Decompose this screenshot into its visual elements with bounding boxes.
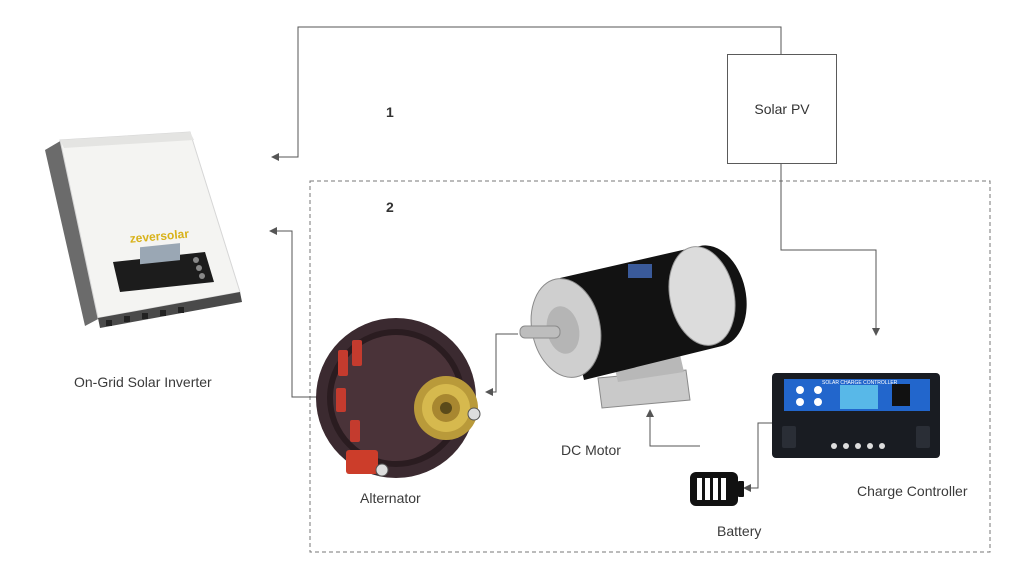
connector-motor-to-alternator — [485, 333, 518, 396]
battery-label: Battery — [717, 523, 762, 539]
alternator-illustration — [316, 318, 481, 478]
connector-pv-to-inverter — [271, 26, 782, 161]
alternator-label: Alternator — [360, 490, 421, 506]
connector-battery-to-motor — [646, 409, 700, 447]
inverter-illustration: zeversolar — [45, 131, 242, 328]
dc-motor-illustration — [519, 245, 747, 409]
inverter-label: On-Grid Solar Inverter — [74, 374, 212, 390]
battery-icon — [690, 472, 744, 506]
path-2-label: 2 — [386, 199, 394, 215]
charge-controller-illustration: SOLAR CHARGE CONTROLLER — [772, 373, 940, 458]
connector-pv-to-controller — [780, 162, 880, 336]
connector-alternator-to-inverter — [269, 227, 318, 398]
controller-title-text: SOLAR CHARGE CONTROLLER — [822, 380, 898, 386]
solar-pv-label: Solar PV — [754, 101, 810, 117]
dc-motor-label: DC Motor — [561, 442, 621, 458]
solar-pv-box: Solar PV — [727, 54, 837, 164]
path-1-label: 1 — [386, 104, 394, 120]
charge-controller-label: Charge Controller — [857, 483, 968, 499]
connector-controller-to-battery — [743, 422, 772, 492]
path-2-boundary — [309, 180, 991, 553]
inverter-brand-text: zeversolar — [129, 227, 190, 246]
